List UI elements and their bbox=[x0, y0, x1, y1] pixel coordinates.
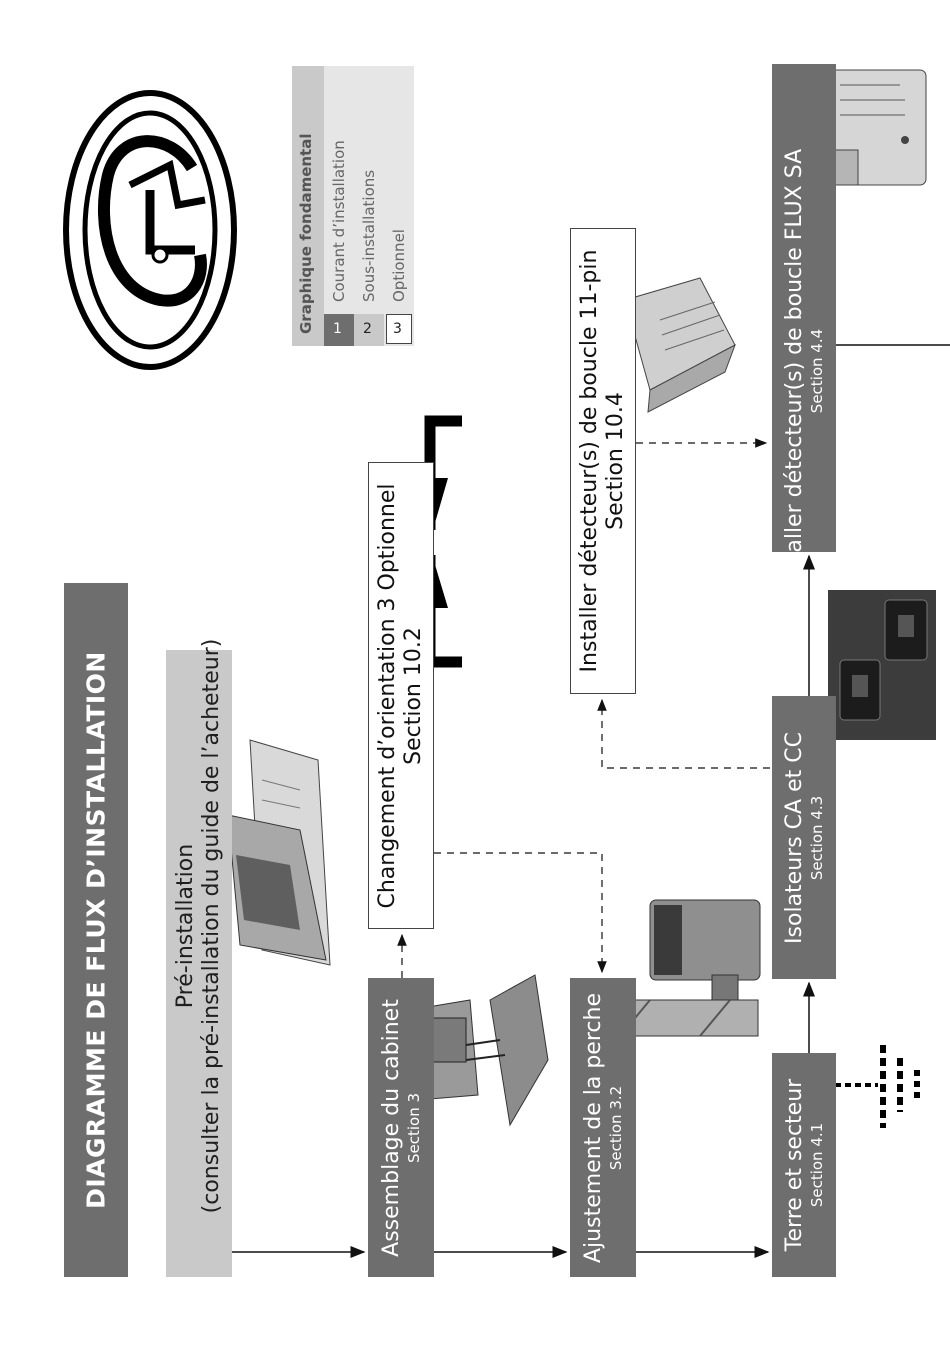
page-title: DIAGRAMME DE FLUX D’INSTALLATION bbox=[81, 651, 111, 1209]
step-11pin-label: Installer détecteur(s) de boucle 11-pin bbox=[577, 249, 602, 673]
step-flux-sa-text: Installer détecteur(s) de boucle FLUX SA… bbox=[782, 149, 826, 593]
step-cabinet-text: Assemblage du cabinet Section 3 bbox=[379, 999, 423, 1257]
legend-label: Sous-installations bbox=[360, 169, 378, 302]
step-orientation-section: Section 10.2 bbox=[401, 626, 426, 765]
step-orientation-label: Changement d’orientation 3 Optionnel bbox=[375, 482, 400, 909]
step-preinstall-line1: Pré-installation bbox=[173, 843, 198, 1009]
step-preinstall: Pré-installation (consulter la pré-insta… bbox=[166, 639, 232, 1277]
step-perche-text: Ajustement de la perche Section 3.2 bbox=[581, 993, 625, 1263]
legend-swatch-sub bbox=[354, 314, 384, 346]
step-terre-text: Terre et secteur Section 4.1 bbox=[782, 1079, 826, 1251]
legend-num: 2 bbox=[363, 321, 372, 337]
legend-label: Courant d’installation bbox=[330, 140, 348, 302]
page-title-bar: DIAGRAMME DE FLUX D’INSTALLATION bbox=[64, 583, 128, 1277]
step-isolateurs-label: Isolateurs CA et CC bbox=[782, 731, 807, 944]
company-logo bbox=[63, 90, 237, 370]
legend-num: 3 bbox=[393, 321, 402, 337]
legend-item-optional: 3 Optionnel bbox=[384, 66, 414, 346]
step-terre-label: Terre et secteur bbox=[782, 1078, 807, 1252]
step-11pin-text: Installer détecteur(s) de boucle 11-pin … bbox=[577, 250, 629, 673]
loop-detector-11pin-image bbox=[624, 277, 736, 413]
legend-num: 1 bbox=[333, 321, 342, 337]
step-isolateurs-section: Section 4.3 bbox=[808, 795, 826, 880]
step-terre: Terre et secteur Section 4.1 bbox=[772, 1053, 836, 1277]
step-cabinet: Assemblage du cabinet Section 3 bbox=[368, 978, 434, 1277]
step-cabinet-label: Assemblage du cabinet bbox=[379, 998, 404, 1257]
step-perche: Ajustement de la perche Section 3.2 bbox=[570, 978, 636, 1277]
legend-label: Optionnel bbox=[390, 229, 408, 302]
step-orientation-text: Changement d’orientation 3 Optionnel Sec… bbox=[375, 483, 427, 908]
step-orientation: Changement d’orientation 3 Optionnel Sec… bbox=[368, 462, 434, 929]
step-perche-label: Ajustement de la perche bbox=[581, 992, 606, 1263]
step-flux-sa: Installer détecteur(s) de boucle FLUX SA… bbox=[772, 64, 836, 594]
legend-swatch-optional bbox=[386, 314, 412, 344]
step-isolateurs: Isolateurs CA et CC Section 4.3 bbox=[772, 696, 836, 979]
step-perche-section: Section 3.2 bbox=[607, 1085, 625, 1170]
step-flux-sa-section: Section 4.4 bbox=[808, 329, 826, 414]
step-preinstall-text: Pré-installation (consulter la pré-insta… bbox=[173, 639, 225, 1214]
legend-item-sub: 2 Sous-installations bbox=[354, 66, 384, 346]
buyers-guide-booklet-image bbox=[227, 739, 331, 966]
legend-item-current: 1 Courant d’installation bbox=[324, 66, 354, 346]
legend-heading-cell: Graphique fondamental bbox=[292, 66, 324, 346]
step-terre-section: Section 4.1 bbox=[808, 1122, 826, 1208]
step-preinstall-line2: (consulter la pré-installation du guide … bbox=[199, 638, 224, 1214]
legend-heading: Graphique fondamental bbox=[297, 133, 315, 335]
step-flux-sa-label: Installer détecteur(s) de boucle FLUX SA bbox=[782, 149, 807, 594]
step-cabinet-section: Section 3 bbox=[405, 1092, 423, 1163]
step-11pin: Installer détecteur(s) de boucle 11-pin … bbox=[570, 228, 636, 694]
step-isolateurs-text: Isolateurs CA et CC Section 4.3 bbox=[782, 732, 826, 944]
isolators-photo bbox=[828, 590, 936, 740]
legend-swatch-main bbox=[324, 314, 354, 346]
step-11pin-section: Section 10.4 bbox=[603, 392, 628, 530]
